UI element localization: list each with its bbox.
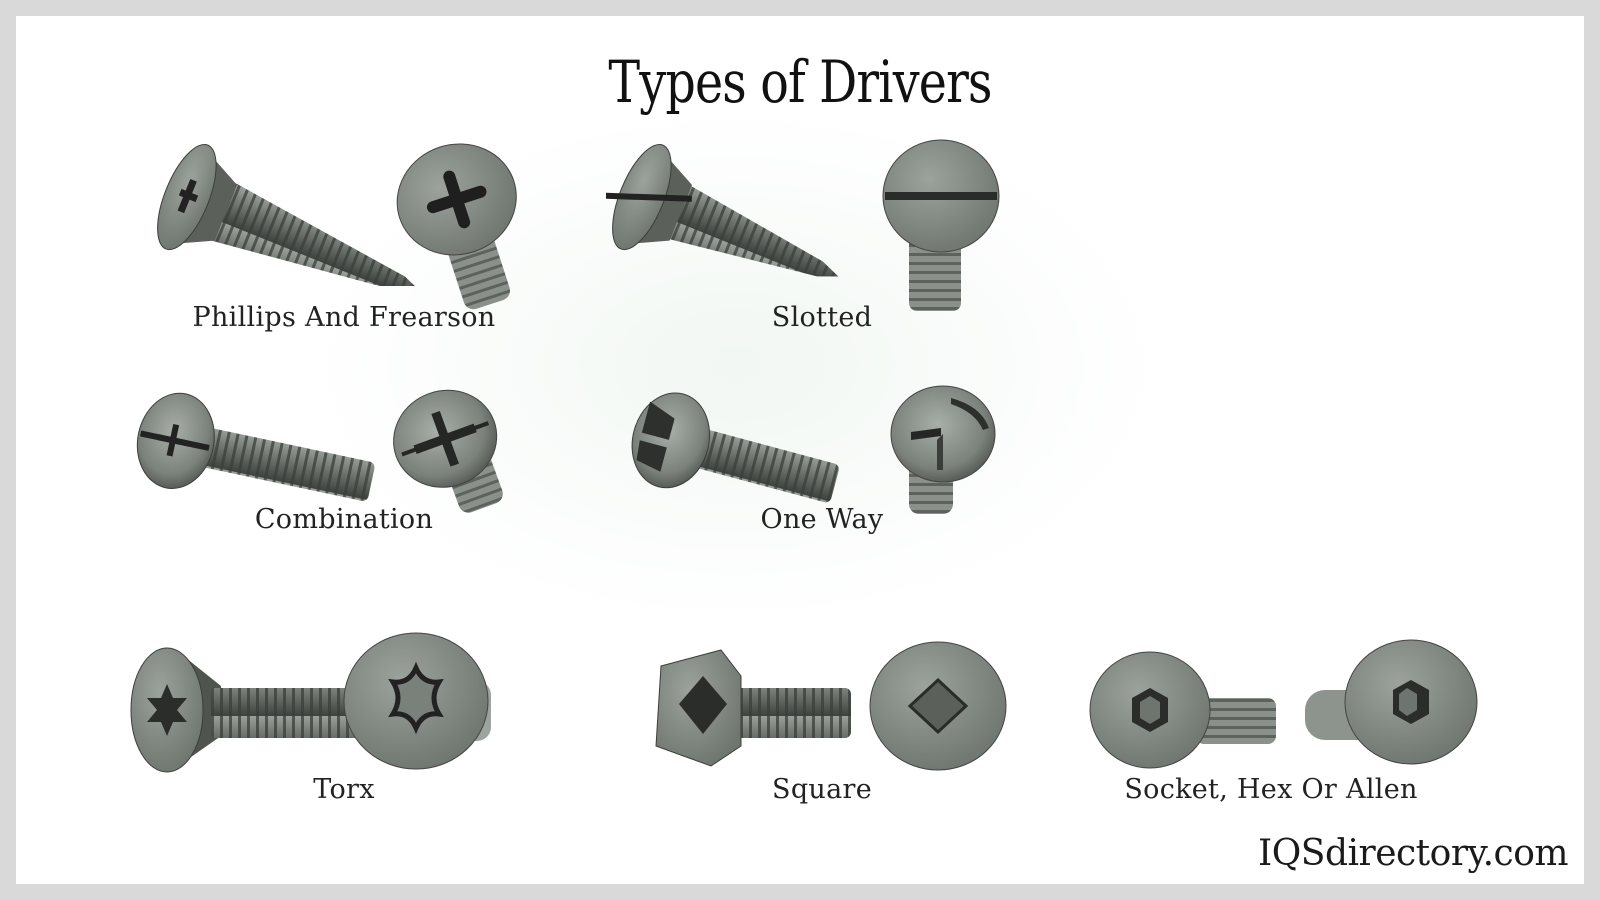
cross-recess-icon [177,179,199,214]
diagram-panel: Types of Drivers [16,16,1584,884]
label-combination: Combination [254,504,434,535]
torx-screw-side [121,636,381,780]
label-socket: Socket, Hex Or Allen [1124,774,1418,805]
square-recess-icon [679,676,727,734]
phillips-screw-head [391,138,541,322]
label-one-way: One Way [760,504,884,535]
phillips-screw-side [151,136,451,292]
square-screw-head [866,636,1016,780]
combination-screw-side [126,381,386,515]
label-slotted: Slotted [771,302,873,333]
slotted-screw-side [593,136,866,290]
label-square: Square [772,774,872,805]
label-torx: Torx [313,774,375,805]
brand-watermark: IQSdirectory.com [1258,833,1568,874]
slotted-screw-head [871,136,1021,320]
page-title: Types of Drivers [608,48,992,116]
star-recess-icon [147,684,187,736]
one-way-screw-side [621,381,861,515]
socket-screw-head [1291,628,1491,782]
combination-screw-head [381,384,531,528]
one-way-screw-head [881,384,1011,528]
socket-screw-side [1086,636,1286,780]
torx-screw-head [331,626,511,780]
label-phillips: Phillips And Frearson [192,302,496,333]
square-screw-side [641,636,861,780]
